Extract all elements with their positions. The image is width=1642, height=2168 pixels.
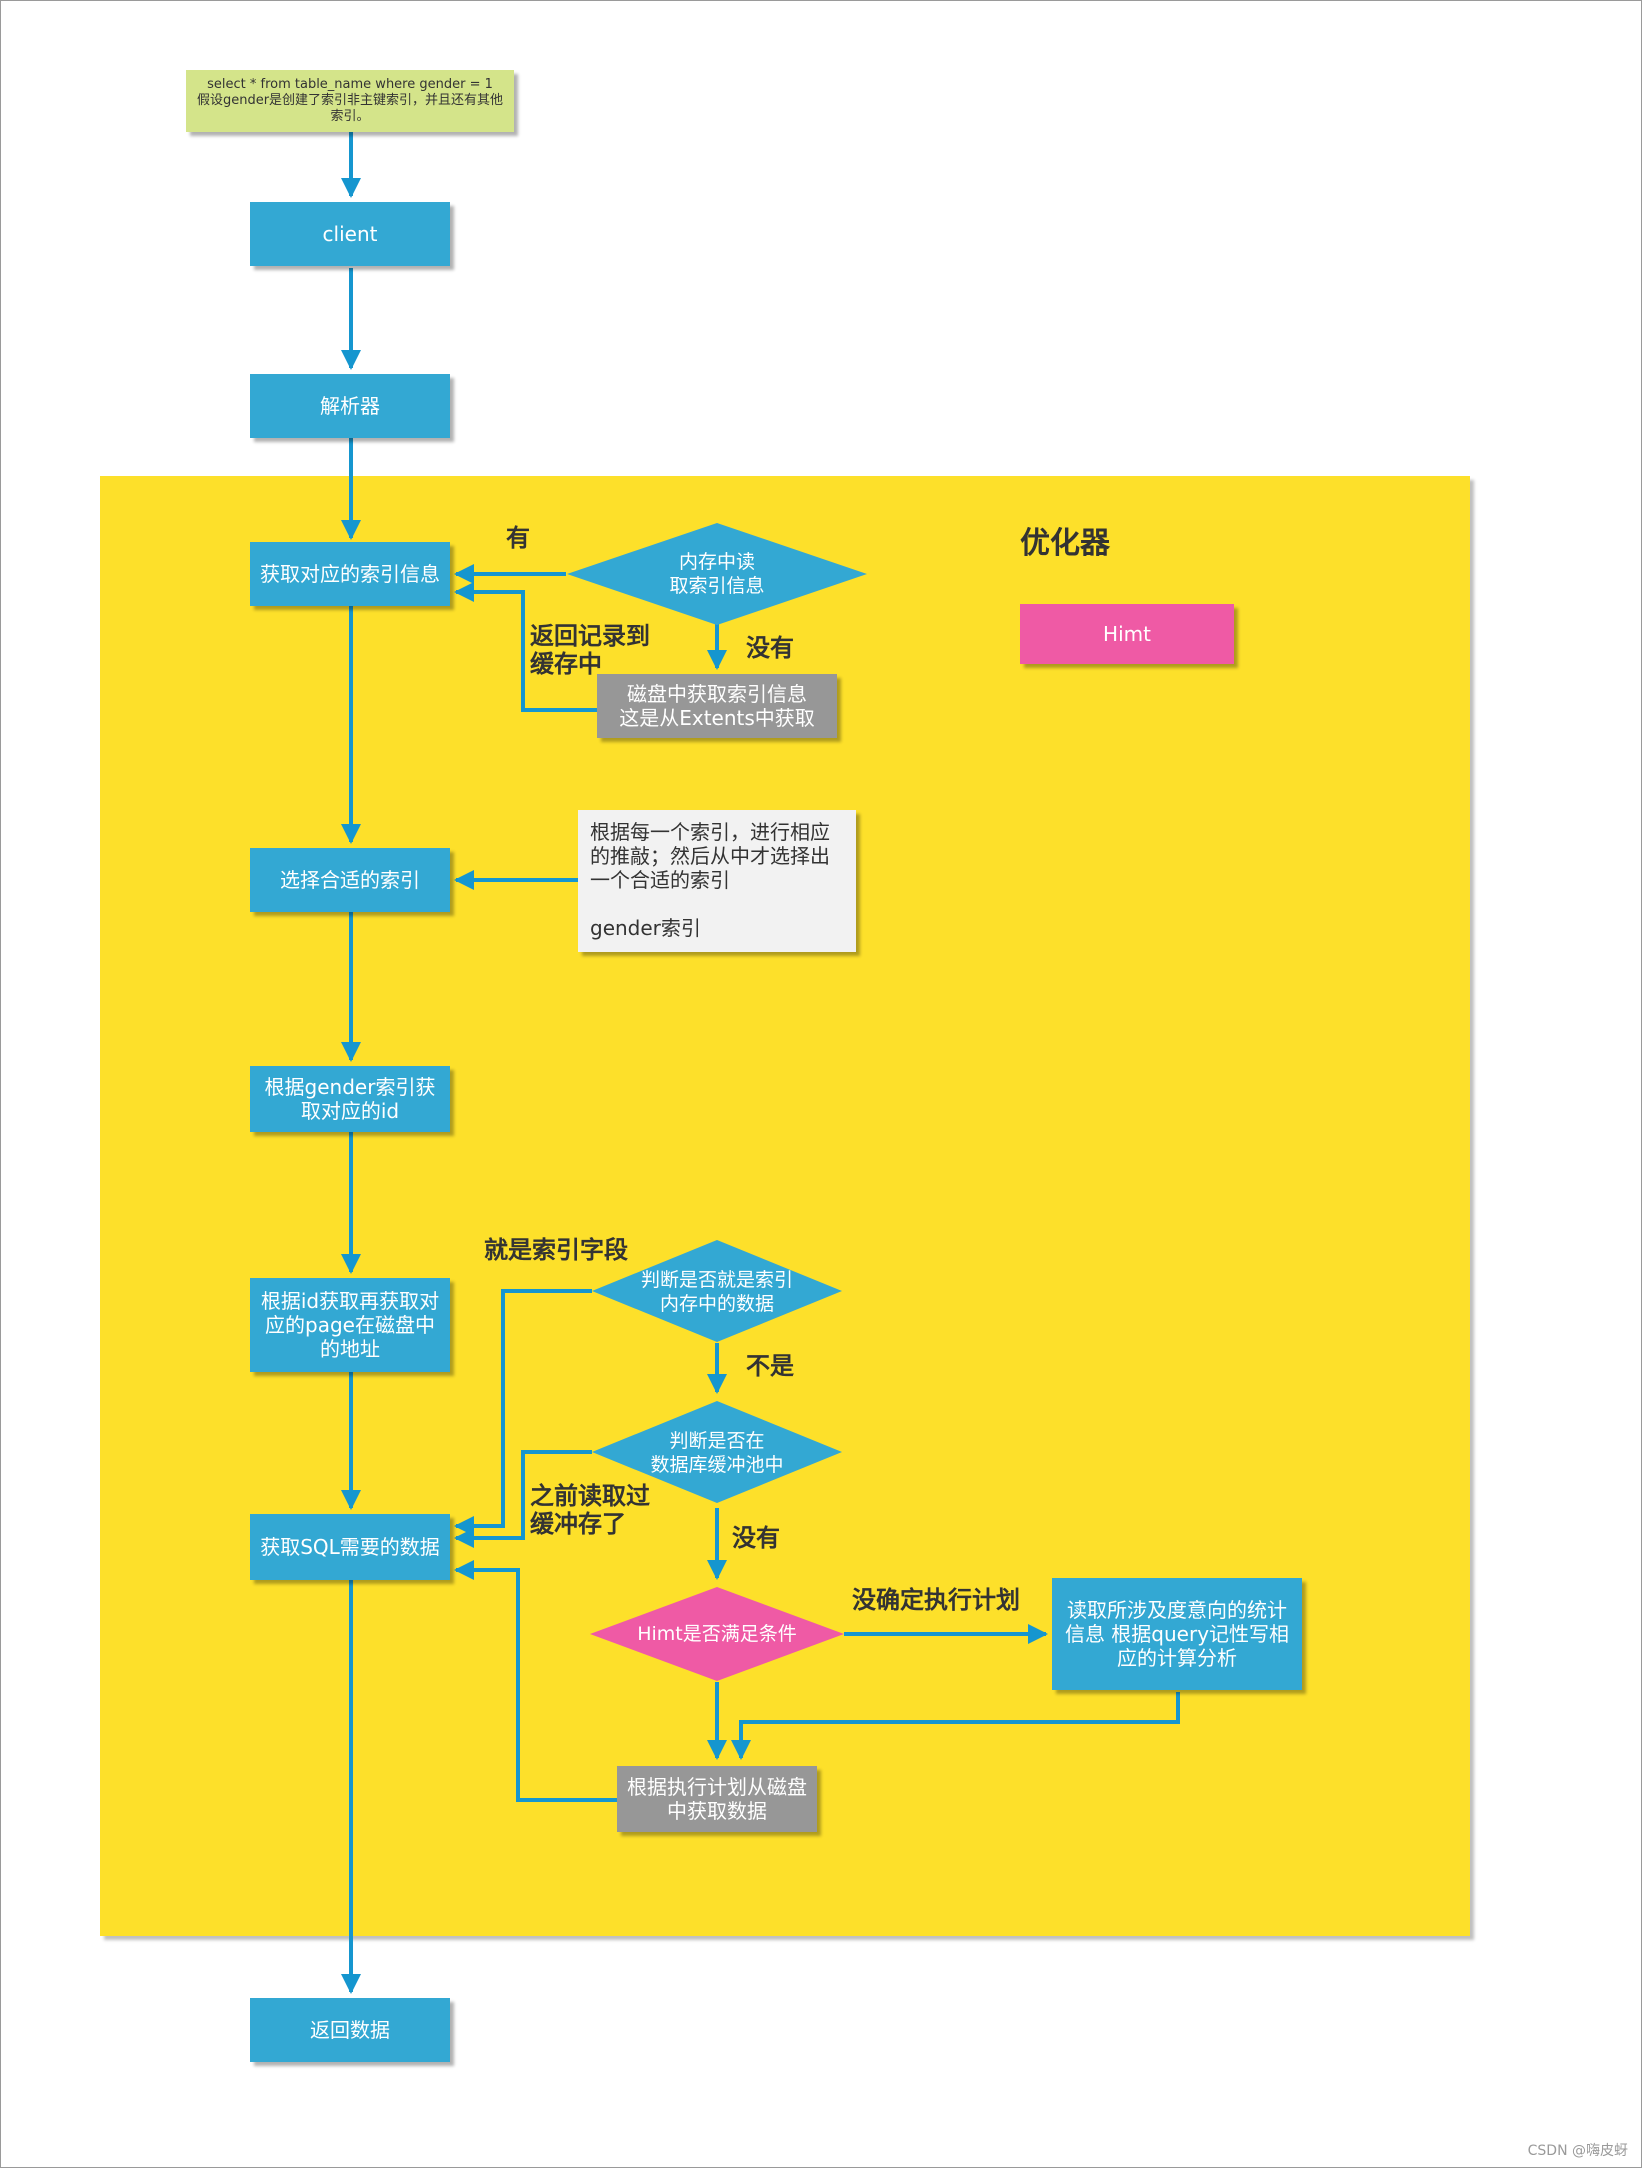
- edge-disk-back-to-index-info: [454, 582, 597, 712]
- edge-label-not: 不是: [746, 1352, 794, 1380]
- node-choose-index: 选择合适的索引: [250, 848, 450, 912]
- node-get-index-info: 获取对应的索引信息: [250, 542, 450, 606]
- edge-buffer-to-sql-data: [454, 1450, 592, 1548]
- edge-label-no-plan: 没确定执行计划: [852, 1586, 1020, 1614]
- edge-index-field-to-sql-data: [454, 1289, 592, 1536]
- node-parser: 解析器: [250, 374, 450, 438]
- himt-legend-box: Himt: [1020, 604, 1234, 664]
- edge-disk-fetch-to-sql-data: [454, 1560, 617, 1802]
- node-return-data: 返回数据: [250, 1998, 450, 2062]
- node-disk-fetch: 根据执行计划从磁盘 中获取数据: [617, 1766, 817, 1832]
- node-get-id: 根据gender索引获 取对应的id: [250, 1066, 450, 1132]
- diamond-check-index-field-label: 判断是否就是索引 内存中的数据: [640, 1269, 793, 1315]
- edge-label-is-index-field: 就是索引字段: [484, 1236, 628, 1264]
- diamond-memory-read: [567, 523, 867, 625]
- diamond-check-buffer-pool: [592, 1401, 842, 1503]
- sql-query-note: select * from table_name where gender = …: [186, 70, 514, 132]
- edge-label-no-2: 没有: [732, 1524, 780, 1552]
- edge-stats-to-disk-fetch: [731, 1692, 1180, 1760]
- edge-label-return-to-cache: 返回记录到 缓存中: [530, 622, 650, 678]
- choose-index-note: 根据每一个索引，进行相应 的推敲；然后从中才选择出 一个合适的索引 gender…: [578, 810, 856, 952]
- diamond-himt-check: [590, 1587, 844, 1681]
- node-disk-read: 磁盘中获取索引信息 这是从Extents中获取: [597, 674, 837, 738]
- optimizer-title: 优化器: [1020, 526, 1110, 561]
- node-stats-analysis: 读取所涉及度意向的统计 信息 根据query记性写相 应的计算分析: [1052, 1578, 1302, 1690]
- diamond-check-index-field: [592, 1240, 842, 1342]
- edge-label-no: 没有: [746, 634, 794, 662]
- diamond-check-buffer-pool-label: 判断是否在 数据库缓冲池中: [650, 1430, 784, 1476]
- node-get-sql-data: 获取SQL需要的数据: [250, 1514, 450, 1580]
- node-client: client: [250, 202, 450, 266]
- diamond-memory-read-label: 内存中读 取索引信息: [669, 551, 765, 597]
- watermark: CSDN @嗨皮蚜: [1527, 2143, 1628, 2159]
- edge-label-buffered-before: 之前读取过 缓冲存了: [530, 1482, 650, 1538]
- node-get-page-address: 根据id获取再获取对 应的page在磁盘中 的地址: [250, 1278, 450, 1372]
- edge-label-yes: 有: [506, 524, 530, 552]
- diamond-himt-check-label: Himt是否满足条件: [637, 1623, 797, 1645]
